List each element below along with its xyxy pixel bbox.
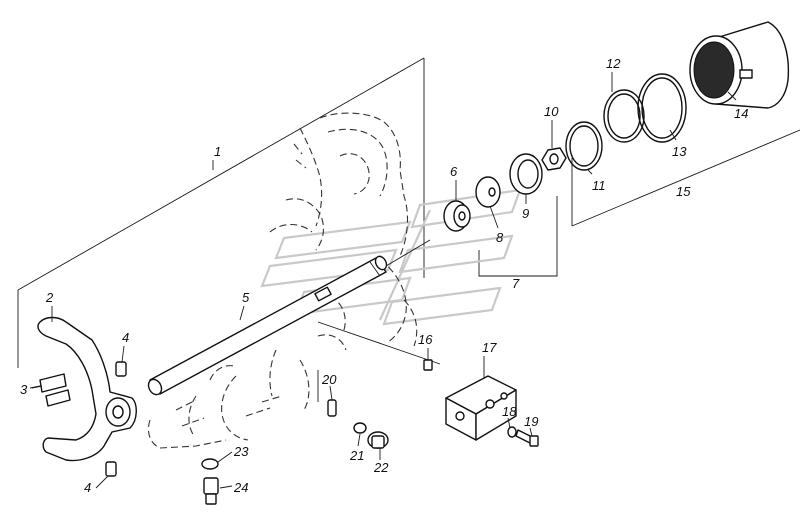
plug-part-4-lower xyxy=(105,461,117,477)
callout-9: 9 xyxy=(522,206,529,221)
callout-5: 5 xyxy=(242,290,250,305)
callout-15: 15 xyxy=(676,184,691,199)
ring-part-9 xyxy=(509,153,543,195)
shift-fork-part-2 xyxy=(37,316,137,462)
callout-7: 7 xyxy=(512,276,520,291)
callout-23: 23 xyxy=(233,444,249,459)
housing-phantom-outline xyxy=(147,112,418,449)
bolt-part-19 xyxy=(515,429,539,447)
callout-12: 12 xyxy=(606,56,621,71)
callout-21: 21 xyxy=(349,448,364,463)
callout-4-lower: 4 xyxy=(84,480,91,495)
plug-part-4-upper xyxy=(115,361,127,377)
callout-24: 24 xyxy=(233,480,248,495)
callout-20: 20 xyxy=(321,372,337,387)
leader-lines xyxy=(31,72,737,489)
callout-22: 22 xyxy=(373,460,389,475)
callout-11: 11 xyxy=(592,178,606,193)
assembly-bracket-1 xyxy=(17,57,425,368)
callout-13: 13 xyxy=(672,144,687,159)
callout-16: 16 xyxy=(418,332,433,347)
shift-rod-part-5 xyxy=(147,239,431,396)
washer-part-21 xyxy=(353,422,367,434)
washer-part-23 xyxy=(201,458,219,470)
callout-4-upper: 4 xyxy=(122,330,129,345)
nut-part-10 xyxy=(541,147,567,171)
washer-part-8 xyxy=(475,176,501,208)
o-ring-part-13 xyxy=(637,73,687,143)
callout-1: 1 xyxy=(214,144,221,159)
callout-18: 18 xyxy=(502,404,517,419)
fitting-part-24 xyxy=(203,477,219,505)
plug-part-22 xyxy=(367,431,389,449)
pin-part-16 xyxy=(317,321,441,371)
callout-17: 17 xyxy=(482,340,497,355)
valve-block-part-17 xyxy=(445,375,517,441)
callout-10: 10 xyxy=(544,104,559,119)
washer-part-18 xyxy=(507,426,517,438)
callout-14: 14 xyxy=(734,106,748,121)
assembly-bracket-7 xyxy=(478,196,558,277)
seal-part-6 xyxy=(443,200,471,232)
assembly-bracket-15 xyxy=(571,129,800,227)
callout-3: 3 xyxy=(20,382,28,397)
callout-2: 2 xyxy=(45,290,54,305)
fork-shoe-part-3 xyxy=(29,373,71,407)
callout-labels: 1 2 3 4 4 5 6 7 8 9 10 11 12 13 14 15 16… xyxy=(20,56,748,495)
callout-6: 6 xyxy=(450,164,458,179)
callout-19: 19 xyxy=(524,414,538,429)
snap-ring-part-12 xyxy=(603,89,645,143)
retaining-ring-part-11 xyxy=(565,121,603,171)
cylinder-part-14 xyxy=(689,21,790,109)
callout-8: 8 xyxy=(496,230,504,245)
